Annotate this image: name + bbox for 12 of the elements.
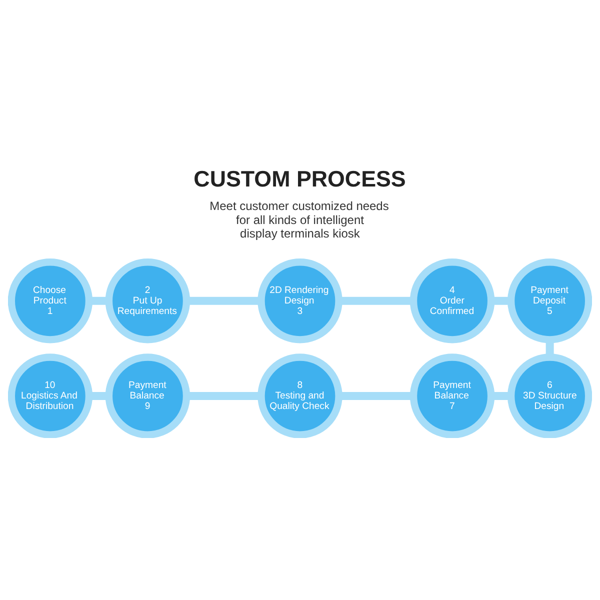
node-circle: 10 Logistics And Distribution <box>8 353 93 438</box>
node-circle: Payment Deposit 5 <box>507 258 592 343</box>
node-circle: 6 3D Structure Design <box>507 353 592 438</box>
node-circle: Choose Product 1 <box>8 258 93 343</box>
node-circle: 2D Rendering Design 3 <box>258 258 342 343</box>
label: Meet customer customized needs for all kinds of intelligent display terminals kiosk <box>210 198 389 240</box>
diagram-title: CUSTOM PROCESS <box>194 166 406 192</box>
node-circle: 2 Put Up Requirements <box>105 258 190 343</box>
node-circle: Payment Balance 9 <box>105 353 190 438</box>
node-circle: 8 Testing and Quality Check <box>258 353 342 438</box>
node-circle: Payment Balance 7 <box>410 353 495 438</box>
node-circle: 4 Order Confirmed <box>410 258 495 343</box>
